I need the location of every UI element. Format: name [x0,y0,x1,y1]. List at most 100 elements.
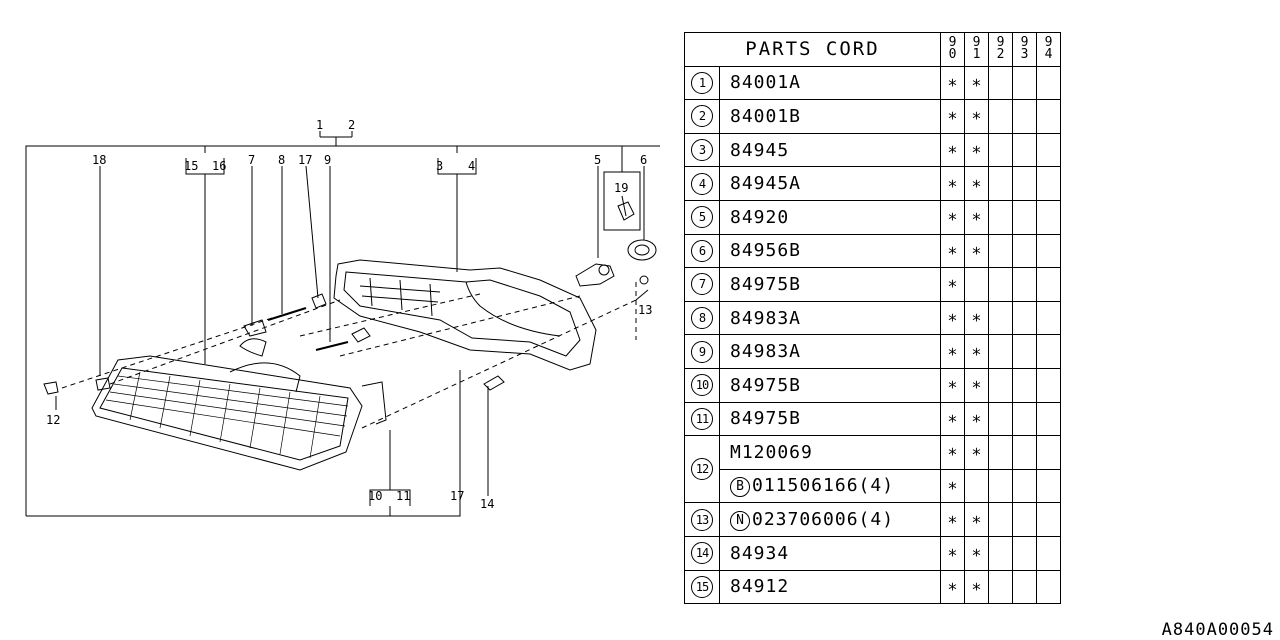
item-number-circle: 4 [691,172,713,195]
year-mark [1036,132,1061,168]
year-mark: ∗ [940,132,965,168]
item-number-circle: 1 [691,71,713,94]
clip-18 [95,377,111,391]
item-number: 5 [684,199,720,235]
adjuster-screw-9 [315,341,349,351]
part-code-text: M120069 [730,441,813,463]
year-mark: ∗ [964,65,989,101]
clip-7 [243,319,267,337]
item-number-circle: 7 [691,273,713,296]
year-mark [988,233,1013,269]
year-mark [988,468,1013,504]
year-mark [1036,502,1061,537]
callout-17-top: 17 [298,153,312,167]
year-mark [1036,401,1061,437]
year-mark: ∗ [964,334,989,369]
part-code-text: 84975B [730,374,802,396]
part-code-text: 84983A [730,307,802,329]
item-number: 10 [684,367,720,403]
year-mark [1036,166,1061,201]
year-mark [1036,334,1061,369]
year-mark [988,132,1013,168]
year-mark [1036,300,1061,336]
part-code: 84945 [719,132,941,168]
year-mark [988,300,1013,336]
year-mark [1012,535,1037,571]
year-mark [988,334,1013,369]
callout-11: 11 [396,489,410,503]
callout-10: 10 [368,489,382,503]
part-code-text: 84945 [730,139,790,161]
year-mark [1012,468,1037,504]
callout-13: 13 [638,303,652,317]
year-mark [1036,99,1061,134]
year-mark: ∗ [940,267,965,302]
year-mark: ∗ [964,401,989,437]
year-mark [988,401,1013,437]
year-mark [1012,166,1037,201]
bracket-frame-left [25,145,660,516]
year-mark: ∗ [964,502,989,537]
item-number-circle: 5 [691,206,713,229]
year-mark [1012,99,1037,134]
callout-8: 8 [278,153,285,167]
item-number: 12 [684,435,720,504]
year-mark [988,99,1013,134]
item-number-circle: 9 [691,340,713,363]
item-number: 2 [684,99,720,134]
year-mark [1036,367,1061,403]
part-code: 84975B [719,367,941,403]
year-mark [988,65,1013,101]
year-mark [1036,435,1061,470]
part-code: 84983A [719,334,941,369]
item-number: 1 [684,65,720,101]
year-mark: ∗ [964,199,989,235]
year-mark [988,569,1013,605]
year-mark [988,199,1013,235]
part-code: 84975B [719,401,941,437]
year-mark [1012,334,1037,369]
part-code: 84001A [719,65,941,101]
item-number: 15 [684,569,720,605]
year-mark: ∗ [940,535,965,571]
item-number: 7 [684,267,720,302]
year-mark [1012,502,1037,537]
item-number: 4 [684,166,720,201]
headlamp-exploded-diagram: 1 2 18 15 16 7 8 17 9 3 4 5 6 19 13 12 1… [25,118,660,517]
year-mark: ∗ [940,401,965,437]
part-code: 84001B [719,99,941,134]
year-mark [964,468,989,504]
part-code-text: 023706006(4) [752,508,895,530]
year-mark: ∗ [940,65,965,101]
callout-18: 18 [92,153,106,167]
year-mark [1012,132,1037,168]
year-mark: ∗ [964,300,989,336]
bracket-7 [239,338,267,357]
item-number: 8 [684,300,720,336]
part-code: 84983A [719,300,941,336]
year-mark: ∗ [940,99,965,134]
item-number-circle: 3 [691,139,713,162]
callout-12: 12 [46,413,60,427]
callout-16: 16 [212,159,226,173]
year-mark [1012,367,1037,403]
callout-7: 7 [248,153,255,167]
part-code: 84956B [719,233,941,269]
year-mark: ∗ [964,132,989,168]
year-mark: ∗ [940,569,965,605]
table-row: 3 84945 ∗∗ [684,132,1061,168]
